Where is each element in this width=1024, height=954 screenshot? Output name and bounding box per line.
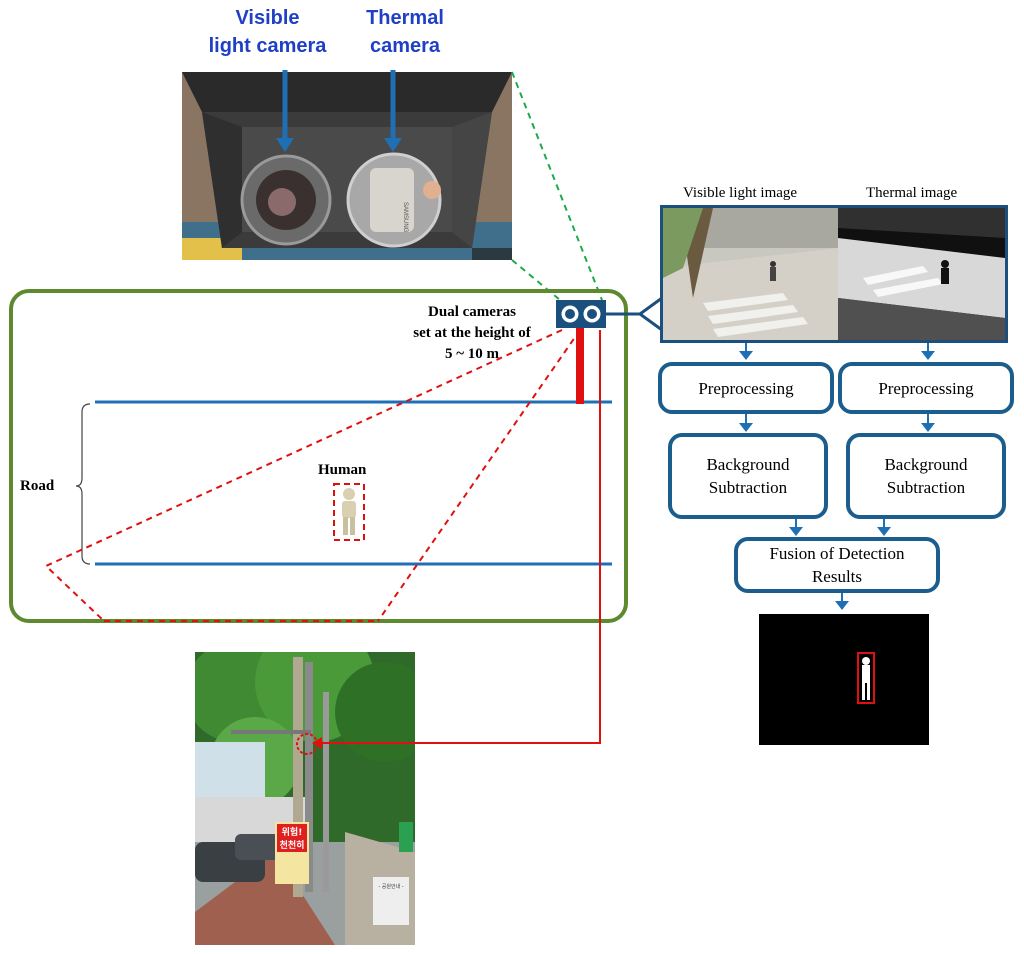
fusion-line1: Fusion of Detection: [769, 544, 905, 563]
visible-camera-label: Visible light camera: [200, 4, 335, 60]
dual-cameras-label-line3: 5 ~ 10 m: [444, 346, 500, 362]
detection-result-bbox: [857, 652, 875, 704]
bg-subtraction-thermal-line1: Background: [884, 455, 968, 474]
pole-location-link: [322, 330, 601, 744]
fov-left-edge: [44, 329, 563, 622]
preprocessing-visible-label: Preprocessing: [698, 378, 794, 398]
fusion-line2: Results: [811, 567, 863, 586]
fov-right-edge: [377, 329, 581, 622]
road-brace: [75, 403, 91, 565]
camera-housing-illustration: SAMSUNG: [182, 72, 512, 260]
preprocessing-thermal-label: Preprocessing: [878, 378, 974, 398]
camera-pole: [576, 328, 584, 404]
dual-cameras-label: Dual cameras set at the height of 5 ~ 10…: [388, 302, 556, 365]
input-images-illustration: [663, 208, 1005, 340]
visible-image-title: Visible light image: [683, 185, 798, 201]
visible-camera-label-line1: Visible: [235, 7, 300, 29]
visible-camera-label-line2: light camera: [208, 35, 327, 57]
pipeline-arrows: [739, 342, 935, 610]
dual-cameras-label-line1: Dual cameras: [428, 304, 516, 320]
human-label: Human: [318, 462, 367, 478]
street-pole-illustration: 위험! 천천히 - 공원안내 -: [195, 652, 415, 945]
preprocessing-visible-box: Preprocessing: [658, 362, 834, 414]
bg-subtraction-visible-line2: Subtraction: [708, 478, 788, 497]
bg-subtraction-thermal-box: Background Subtraction: [846, 433, 1006, 519]
input-images-frame: [660, 205, 1008, 343]
detection-result-image: [759, 614, 929, 745]
park-plaque-title: - 공원안내 -: [378, 883, 403, 890]
human-bbox: [333, 483, 365, 541]
bg-subtraction-thermal-line2: Subtraction: [886, 478, 966, 497]
thermal-camera-label-line2: camera: [369, 35, 441, 57]
warning-sign-line1: 위험!: [282, 826, 303, 838]
bg-subtraction-visible-box: Background Subtraction: [668, 433, 828, 519]
road-label: Road: [20, 478, 55, 494]
human-icon: [342, 488, 356, 535]
camera-housing-photo: SAMSUNG: [182, 72, 512, 260]
thermal-image-title: Thermal image: [866, 185, 958, 201]
detection-result-illustration: [857, 652, 875, 704]
thermal-camera-label-line1: Thermal: [366, 7, 444, 29]
bg-subtraction-visible-line1: Background: [706, 455, 790, 474]
street-pole-photo: 위험! 천천히 - 공원안내 -: [195, 652, 415, 945]
preprocessing-thermal-box: Preprocessing: [838, 362, 1014, 414]
warning-sign-line2: 천천히: [280, 839, 305, 851]
lens-brand-text: SAMSUNG: [402, 202, 408, 233]
dual-cameras-label-line2: set at the height of: [413, 325, 531, 341]
thermal-camera-label: Thermal camera: [345, 4, 465, 60]
projection-line-top: [511, 71, 603, 301]
fusion-box: Fusion of Detection Results: [734, 537, 940, 593]
